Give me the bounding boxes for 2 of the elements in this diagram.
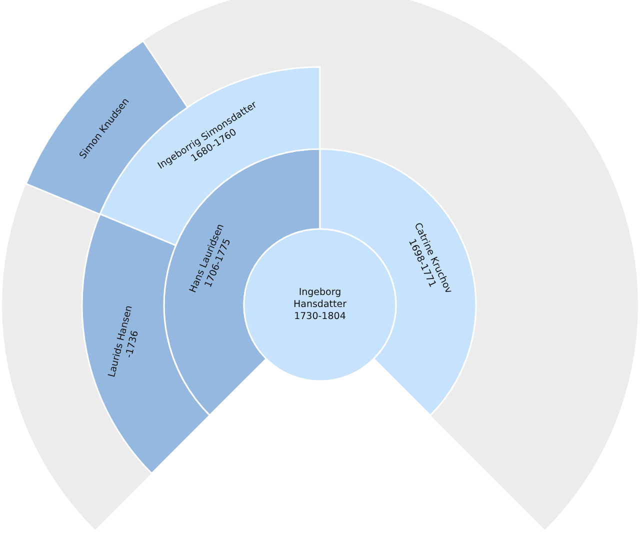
person-name: Ingeborg Hansdatter (292, 287, 348, 311)
life-dates: 1730-1804 (293, 311, 347, 323)
